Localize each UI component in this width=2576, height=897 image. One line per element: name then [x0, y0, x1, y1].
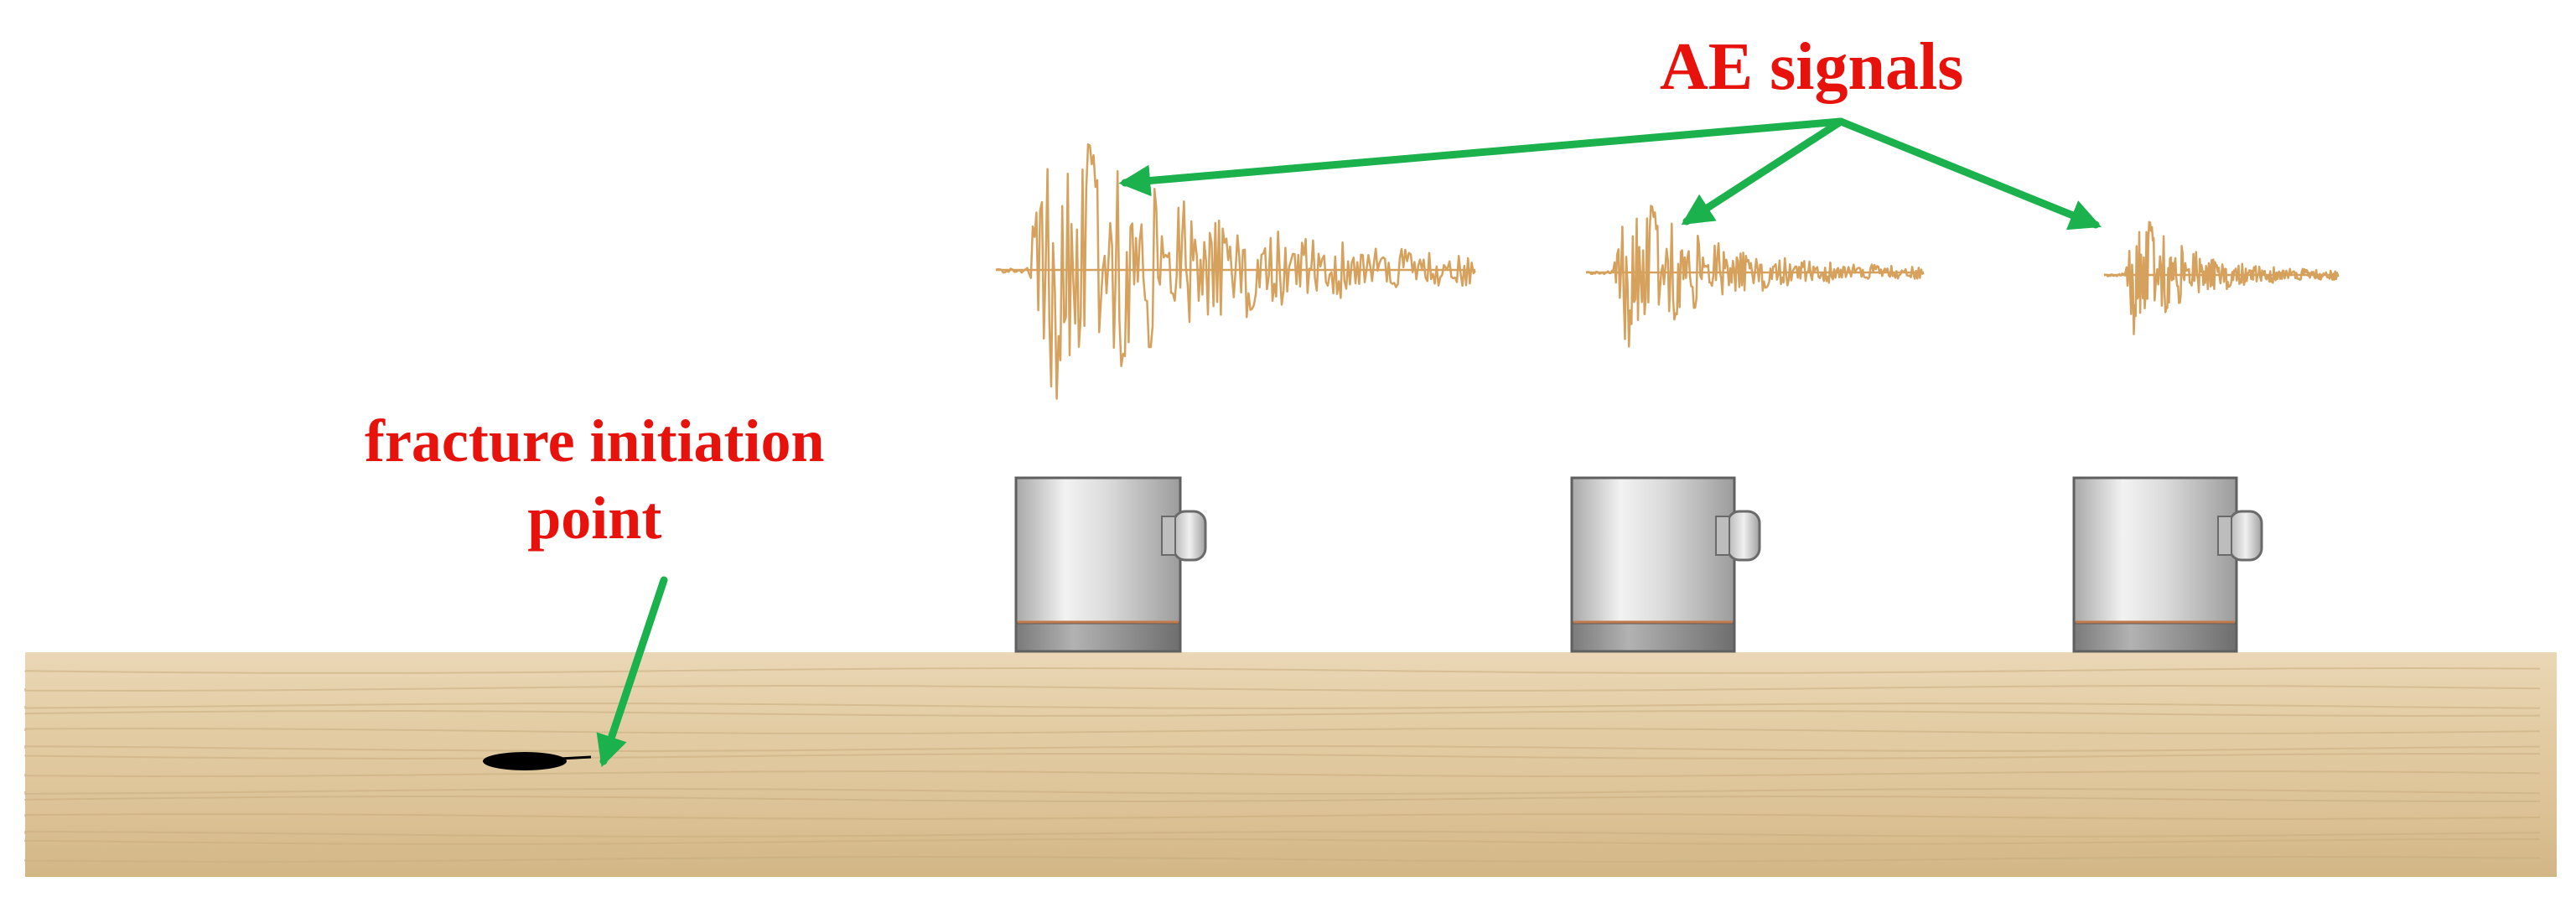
fracture-initiation-label: fracture initiation point [365, 402, 825, 557]
waveform-trace [995, 143, 1476, 400]
fracture-label-line-2: point [527, 485, 662, 552]
sensor-group [1014, 476, 2263, 653]
arrow-to-signal-1 [1118, 117, 1845, 197]
wood-grain-line [24, 744, 2541, 753]
ae-sensor-3 [2072, 476, 2263, 653]
wood-grain-line [24, 813, 2541, 821]
wood-grain-line [24, 684, 2541, 692]
wood-grain-line [24, 830, 2541, 838]
wood-grain-line [24, 727, 2541, 734]
sensor-connector [1726, 510, 1761, 562]
sensor-body [2072, 476, 2238, 625]
arrow-to-fracture-point [596, 576, 668, 768]
wood-grain-line [24, 795, 2541, 803]
sensor-base [1570, 621, 1736, 653]
waveform-group [995, 143, 2340, 400]
wood-grain-line [24, 770, 2541, 778]
sensor-connector-collar [1715, 516, 1730, 556]
waveform-trace [2103, 220, 2340, 335]
sensor-base [1014, 621, 1182, 653]
wood-beam [24, 652, 2557, 877]
ae-sensor-1 [1014, 476, 1207, 653]
ae-waveform-1 [995, 143, 1476, 400]
wood-grain-line [24, 855, 2541, 863]
wood-grain-line [24, 837, 2541, 845]
arrows [596, 117, 2102, 768]
sensor-connector [2228, 510, 2263, 562]
arrow-to-signal-2 [1681, 117, 1845, 226]
fracture-label-line-1: fracture initiation [365, 407, 825, 474]
sensor-body [1014, 476, 1182, 625]
wood-grain-line [24, 709, 2541, 718]
wood-grain-line [24, 666, 2541, 674]
wood-grain-line [24, 787, 2541, 795]
sensor-base [2072, 621, 2238, 653]
sensor-connector-collar [1161, 516, 1176, 556]
ae-waveform-2 [1585, 205, 1925, 348]
ae-waveform-3 [2103, 220, 2340, 335]
ae-sensor-2 [1570, 476, 1761, 653]
sensor-connector-collar [2217, 516, 2232, 556]
sensor-connector [1172, 510, 1207, 562]
wood-grain-line [24, 703, 2541, 710]
waveform-trace [1585, 205, 1925, 348]
arrow-to-signal-3 [1837, 117, 2102, 231]
sensor-body [1570, 476, 1736, 625]
wood-grain-line [24, 753, 2541, 760]
ae-signals-label: AE signals [1660, 30, 1964, 104]
fracture-crack-icon [483, 752, 592, 770]
